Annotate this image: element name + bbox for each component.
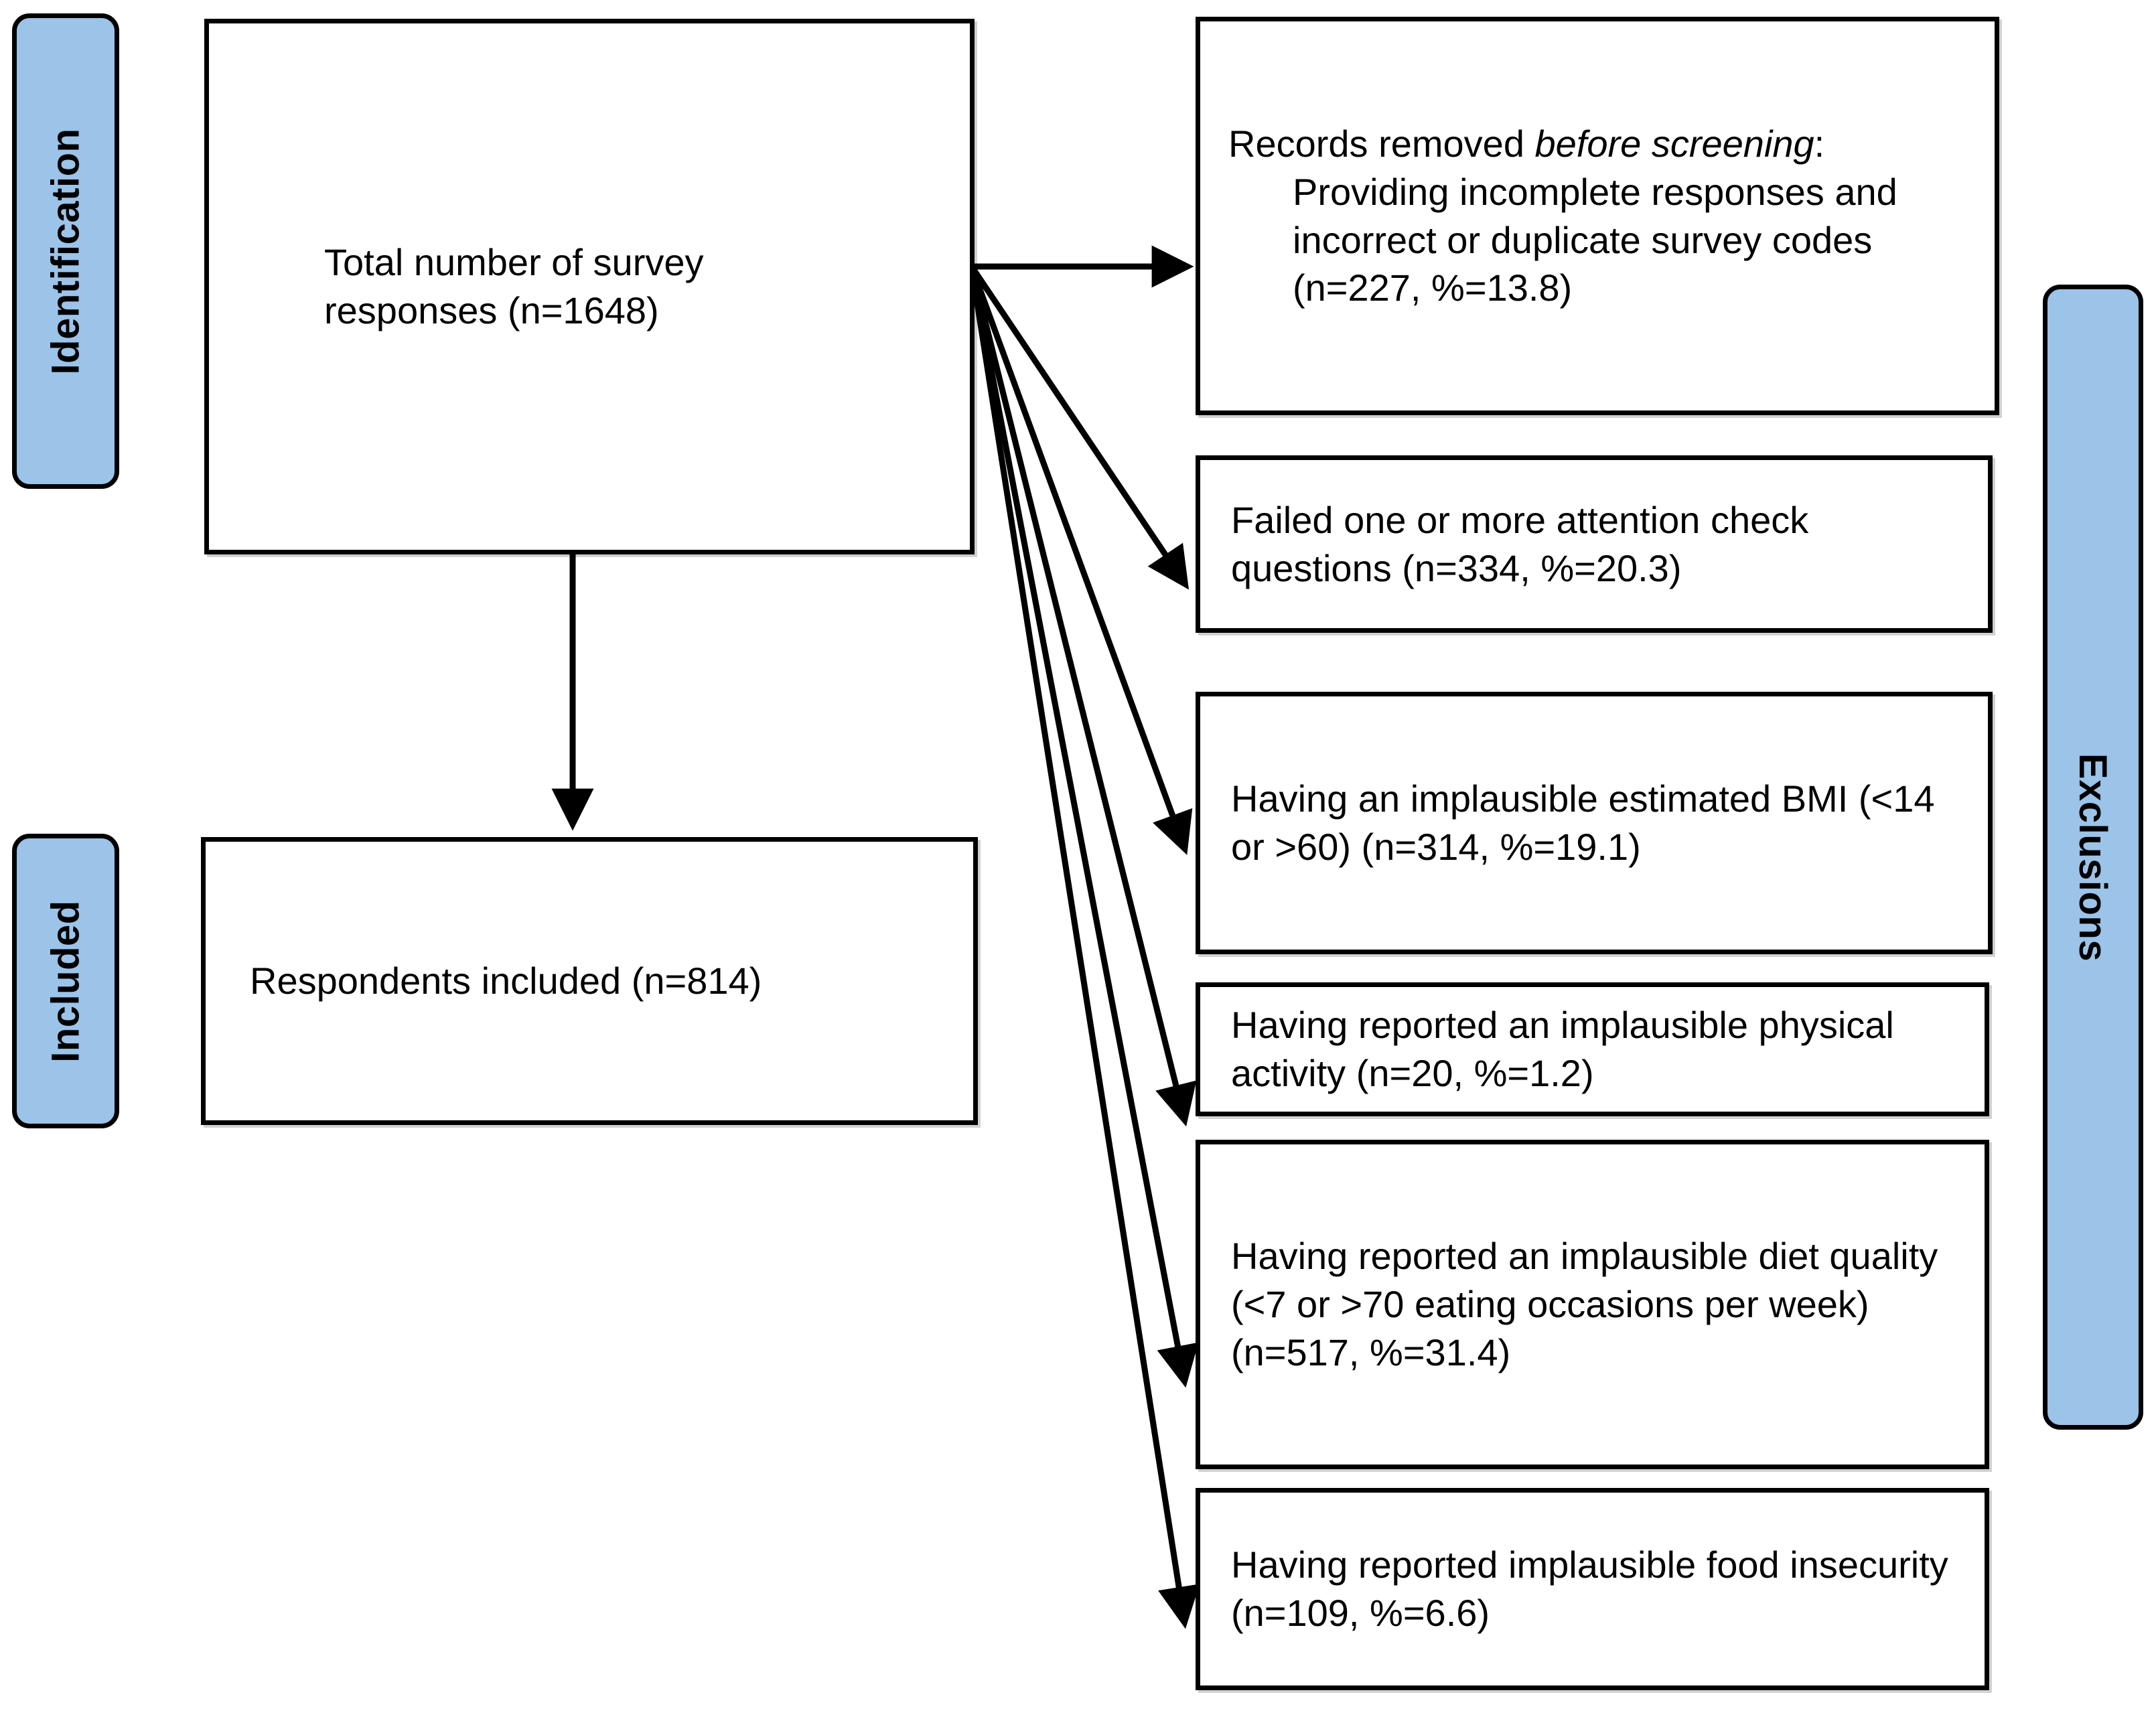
box-exclusion-2-text: Having an implausible estimated BMI (<14… — [1231, 777, 1935, 868]
box-exclusion-0-heading-italic: before screening — [1534, 123, 1814, 165]
box-exclusion-implausible-physical-activity: Having reported an implausible physical … — [1196, 982, 1989, 1116]
box-total-line-2: responses (n=1648) — [324, 289, 659, 331]
box-total-survey-responses-text: Total number of survey responses (n=1648… — [209, 238, 970, 334]
box-respondents-included-text: Respondents included (n=814) — [250, 960, 762, 1002]
box-exclusion-4-text: Having reported an implausible diet qual… — [1231, 1235, 1938, 1373]
box-exclusion-0-detail: Providing incomplete responses and incor… — [1293, 170, 1897, 309]
arrow-exclusion-5 — [969, 271, 1199, 1388]
box-exclusion-3-text: Having reported an implausible physical … — [1231, 1004, 1894, 1094]
box-exclusion-implausible-bmi: Having an implausible estimated BMI (<14… — [1196, 692, 1993, 954]
box-total-line-1: Total number of survey — [324, 241, 704, 284]
box-exclusion-records-removed-before-screening: Records removed before screening: Provid… — [1196, 17, 1999, 415]
stage-label-identification-text: Identification — [44, 128, 88, 374]
box-exclusion-implausible-food-insecurity: Having reported implausible food insecur… — [1196, 1488, 1989, 1690]
box-total-survey-responses: Total number of survey responses (n=1648… — [204, 19, 975, 554]
box-respondents-included: Respondents included (n=814) — [201, 837, 978, 1125]
stage-label-exclusions: Exclusions — [2043, 285, 2143, 1430]
box-exclusion-implausible-diet-quality: Having reported an implausible diet qual… — [1196, 1140, 1989, 1469]
stage-label-identification: Identification — [12, 13, 119, 489]
arrow-exclusion-4 — [969, 269, 1197, 1127]
box-exclusion-0-text: Records removed before screening: Provid… — [1200, 120, 1995, 312]
box-exclusion-1-text: Failed one or more attention check quest… — [1231, 498, 1809, 589]
box-exclusion-0-heading-plain: Records removed — [1228, 123, 1535, 165]
box-exclusion-0-heading-colon: : — [1814, 123, 1825, 165]
arrow-exclusion-2 — [970, 266, 1190, 590]
arrow-exclusion-3 — [969, 268, 1193, 855]
box-exclusion-5-text: Having reported implausible food insecur… — [1231, 1544, 1948, 1634]
box-exclusion-failed-attention-checks: Failed one or more attention check quest… — [1196, 455, 1993, 633]
stage-label-included-text: Included — [44, 899, 88, 1063]
stage-label-exclusions-text: Exclusions — [2071, 753, 2115, 962]
stage-label-included: Included — [12, 834, 119, 1128]
arrow-exclusion-6 — [969, 273, 1200, 1629]
